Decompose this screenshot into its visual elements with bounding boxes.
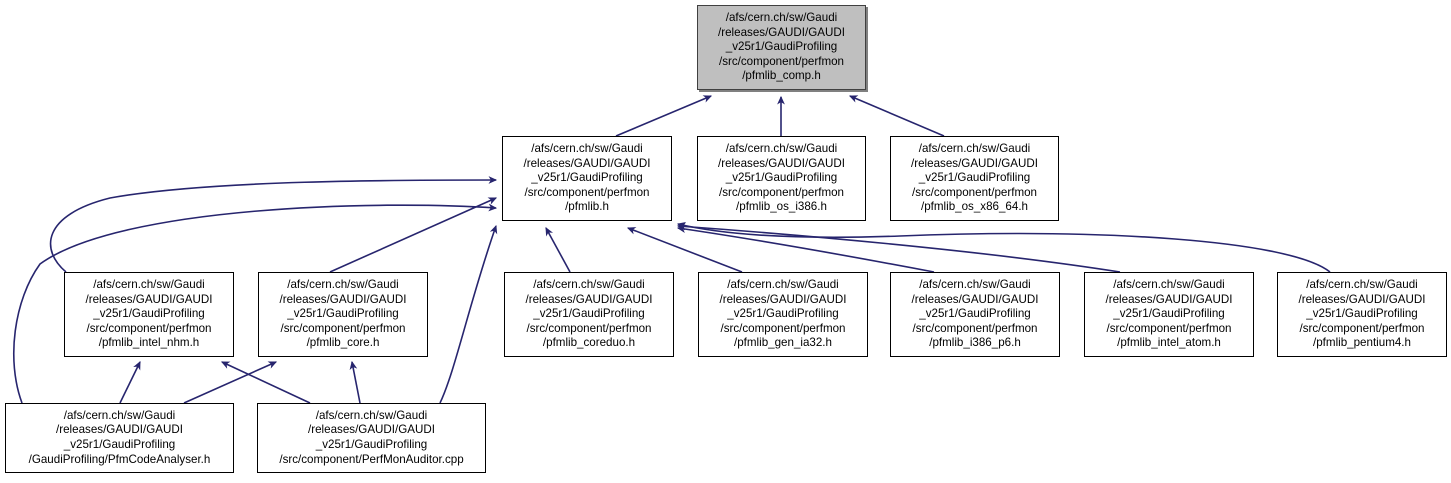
node-label-line: /src/component/perfmon — [86, 321, 212, 335]
edge-pfmlib_intel_atom-to-pfmlib — [676, 222, 1121, 273]
node-label-line: /pfmlib_os_i386.h — [736, 200, 827, 214]
node-pfmlib_os_x86_64[interactable]: /afs/cern.ch/sw/Gaudi/releases/GAUDI/GAU… — [890, 136, 1059, 221]
node-label-line: /src/component/perfmon — [912, 321, 1038, 335]
node-pfmlib_gen_ia32[interactable]: /afs/cern.ch/sw/Gaudi/releases/GAUDI/GAU… — [698, 272, 868, 357]
node-label-line: /releases/GAUDI/GAUDI — [911, 292, 1039, 306]
node-label-line: /src/component/perfmon — [911, 185, 1037, 199]
node-label-line: /releases/GAUDI/GAUDI — [525, 292, 653, 306]
edge-PfmCodeAnalyser-to-pfmlib_intel_nhm — [119, 361, 141, 404]
node-PfmCodeAnalyser[interactable]: /afs/cern.ch/sw/Gaudi/releases/GAUDI/GAU… — [5, 403, 234, 473]
node-pfmlib_coreduo[interactable]: /afs/cern.ch/sw/Gaudi/releases/GAUDI/GAU… — [504, 272, 674, 357]
node-label-line: /afs/cern.ch/sw/Gaudi — [531, 142, 643, 156]
node-label-line: /src/component/perfmon — [720, 321, 846, 335]
node-label-line: /src/component/perfmon — [524, 185, 650, 199]
node-label-line: /pfmlib_i386_p6.h — [929, 336, 1021, 350]
node-pfmlib_intel_nhm[interactable]: /afs/cern.ch/sw/Gaudi/releases/GAUDI/GAU… — [64, 272, 234, 357]
node-label-line: /afs/cern.ch/sw/Gaudi — [287, 278, 399, 292]
node-label-line: /releases/GAUDI/GAUDI — [279, 292, 407, 306]
node-label-line: /src/component/perfmon — [718, 185, 844, 199]
node-label-line: /afs/cern.ch/sw/Gaudi — [725, 142, 838, 156]
edge-PerfMonAuditor-to-pfmlib — [439, 224, 498, 404]
edge-pfmlib_os_x86_64-to-pfmlib_comp — [848, 95, 945, 137]
node-pfmlib_pentium4[interactable]: /afs/cern.ch/sw/Gaudi/releases/GAUDI/GAU… — [1277, 272, 1447, 357]
edge-pfmlib-to-pfmlib_comp — [615, 95, 713, 137]
edge-PerfMonAuditor-to-pfmlib_core — [349, 360, 361, 404]
node-label-line: /releases/GAUDI/GAUDI — [85, 292, 213, 306]
node-label-line: /releases/GAUDI/GAUDI — [719, 292, 847, 306]
node-label-line: /pfmlib_comp.h — [742, 69, 821, 83]
node-label-line: /src/component/PerfMonAuditor.cpp — [279, 452, 464, 466]
node-label-line: /releases/GAUDI/GAUDI — [1298, 292, 1426, 306]
node-label-line: /src/component/perfmon — [526, 321, 652, 335]
node-label-line: /pfmlib.h — [565, 200, 609, 214]
node-label-line: /afs/cern.ch/sw/Gaudi — [918, 142, 1031, 156]
node-label-line: /afs/cern.ch/sw/Gaudi — [93, 278, 205, 292]
node-label-line: _v25r1/GaudiProfiling — [727, 307, 839, 321]
edge-pfmlib_i386_p6-to-pfmlib — [676, 225, 935, 273]
node-label-line: /afs/cern.ch/sw/Gaudi — [1113, 278, 1225, 292]
node-pfmlib_core[interactable]: /afs/cern.ch/sw/Gaudi/releases/GAUDI/GAU… — [258, 272, 428, 357]
node-label-line: _v25r1/GaudiProfiling — [531, 171, 643, 185]
node-label-line: /GaudiProfiling/PfmCodeAnalyser.h — [28, 452, 211, 466]
node-label-line: /afs/cern.ch/sw/Gaudi — [63, 408, 176, 422]
edge-pfmlib_pentium4-to-pfmlib — [676, 221, 1331, 273]
node-pfmlib_intel_atom[interactable]: /afs/cern.ch/sw/Gaudi/releases/GAUDI/GAU… — [1084, 272, 1254, 357]
node-label-line: /afs/cern.ch/sw/Gaudi — [725, 11, 838, 25]
node-label-line: /pfmlib_gen_ia32.h — [734, 336, 832, 350]
node-label-line: _v25r1/GaudiProfiling — [725, 40, 838, 54]
node-label-line: /afs/cern.ch/sw/Gaudi — [1306, 278, 1418, 292]
node-label-line: /src/component/perfmon — [718, 54, 844, 68]
node-label-line: /releases/GAUDI/GAUDI — [911, 156, 1038, 170]
node-label-line: _v25r1/GaudiProfiling — [315, 438, 428, 451]
node-label-line: _v25r1/GaudiProfiling — [287, 307, 399, 321]
edge-PfmCodeAnalyser-to-pfmlib — [13, 203, 498, 404]
node-label-line: /src/component/perfmon — [1106, 321, 1232, 335]
node-label-line: /afs/cern.ch/sw/Gaudi — [533, 278, 645, 292]
node-label-line: /pfmlib_os_x86_64.h — [921, 200, 1028, 214]
node-PerfMonAuditor[interactable]: /afs/cern.ch/sw/Gaudi/releases/GAUDI/GAU… — [257, 403, 486, 473]
node-label-line: /releases/GAUDI/GAUDI — [718, 25, 845, 39]
node-label-line: /releases/GAUDI/GAUDI — [718, 156, 845, 170]
node-label-line: _v25r1/GaudiProfiling — [533, 307, 645, 321]
node-label-line: /releases/GAUDI/GAUDI — [308, 423, 435, 437]
node-label-line: _v25r1/GaudiProfiling — [93, 307, 205, 321]
edge-PfmCodeAnalyser-to-pfmlib_core — [183, 361, 278, 404]
edge-pfmlib_intel_nhm-to-pfmlib — [49, 176, 498, 273]
edge-PerfMonAuditor-to-pfmlib_intel_nhm — [221, 361, 311, 404]
node-label-line: /releases/GAUDI/GAUDI — [523, 156, 651, 170]
node-label-line: _v25r1/GaudiProfiling — [1306, 307, 1418, 321]
node-label-line: _v25r1/GaudiProfiling — [63, 438, 176, 451]
node-pfmlib_i386_p6[interactable]: /afs/cern.ch/sw/Gaudi/releases/GAUDI/GAU… — [890, 272, 1060, 357]
node-pfmlib_os_i386[interactable]: /afs/cern.ch/sw/Gaudi/releases/GAUDI/GAU… — [697, 136, 866, 221]
node-label-line: _v25r1/GaudiProfiling — [918, 171, 1031, 185]
node-label-line: /src/component/perfmon — [1299, 321, 1425, 335]
edge-pfmlib_gen_ia32-to-pfmlib — [626, 227, 743, 273]
node-label-line: _v25r1/GaudiProfiling — [1113, 307, 1225, 321]
node-label-line: /releases/GAUDI/GAUDI — [56, 423, 183, 437]
node-label-line: _v25r1/GaudiProfiling — [919, 307, 1031, 321]
edge-pfmlib_coreduo-to-pfmlib — [545, 227, 571, 273]
node-label-line: /pfmlib_core.h — [306, 336, 380, 350]
node-label-line: /pfmlib_intel_atom.h — [1117, 336, 1221, 350]
node-label-line: /src/component/perfmon — [280, 321, 406, 335]
node-label-line: /afs/cern.ch/sw/Gaudi — [919, 278, 1031, 292]
node-label-line: /releases/GAUDI/GAUDI — [1105, 292, 1233, 306]
node-label-line: /afs/cern.ch/sw/Gaudi — [727, 278, 839, 292]
node-label-line: _v25r1/GaudiProfiling — [725, 171, 838, 185]
node-label-line: /afs/cern.ch/sw/Gaudi — [315, 408, 428, 422]
edge-pfmlib_core-to-pfmlib — [329, 197, 498, 273]
node-pfmlib_comp[interactable]: /afs/cern.ch/sw/Gaudi/releases/GAUDI/GAU… — [697, 5, 866, 90]
node-pfmlib[interactable]: /afs/cern.ch/sw/Gaudi/releases/GAUDI/GAU… — [502, 136, 672, 221]
node-label-line: /pfmlib_intel_nhm.h — [98, 336, 200, 350]
node-label-line: /pfmlib_pentium4.h — [1313, 336, 1411, 350]
node-label-line: /pfmlib_coreduo.h — [542, 336, 636, 350]
